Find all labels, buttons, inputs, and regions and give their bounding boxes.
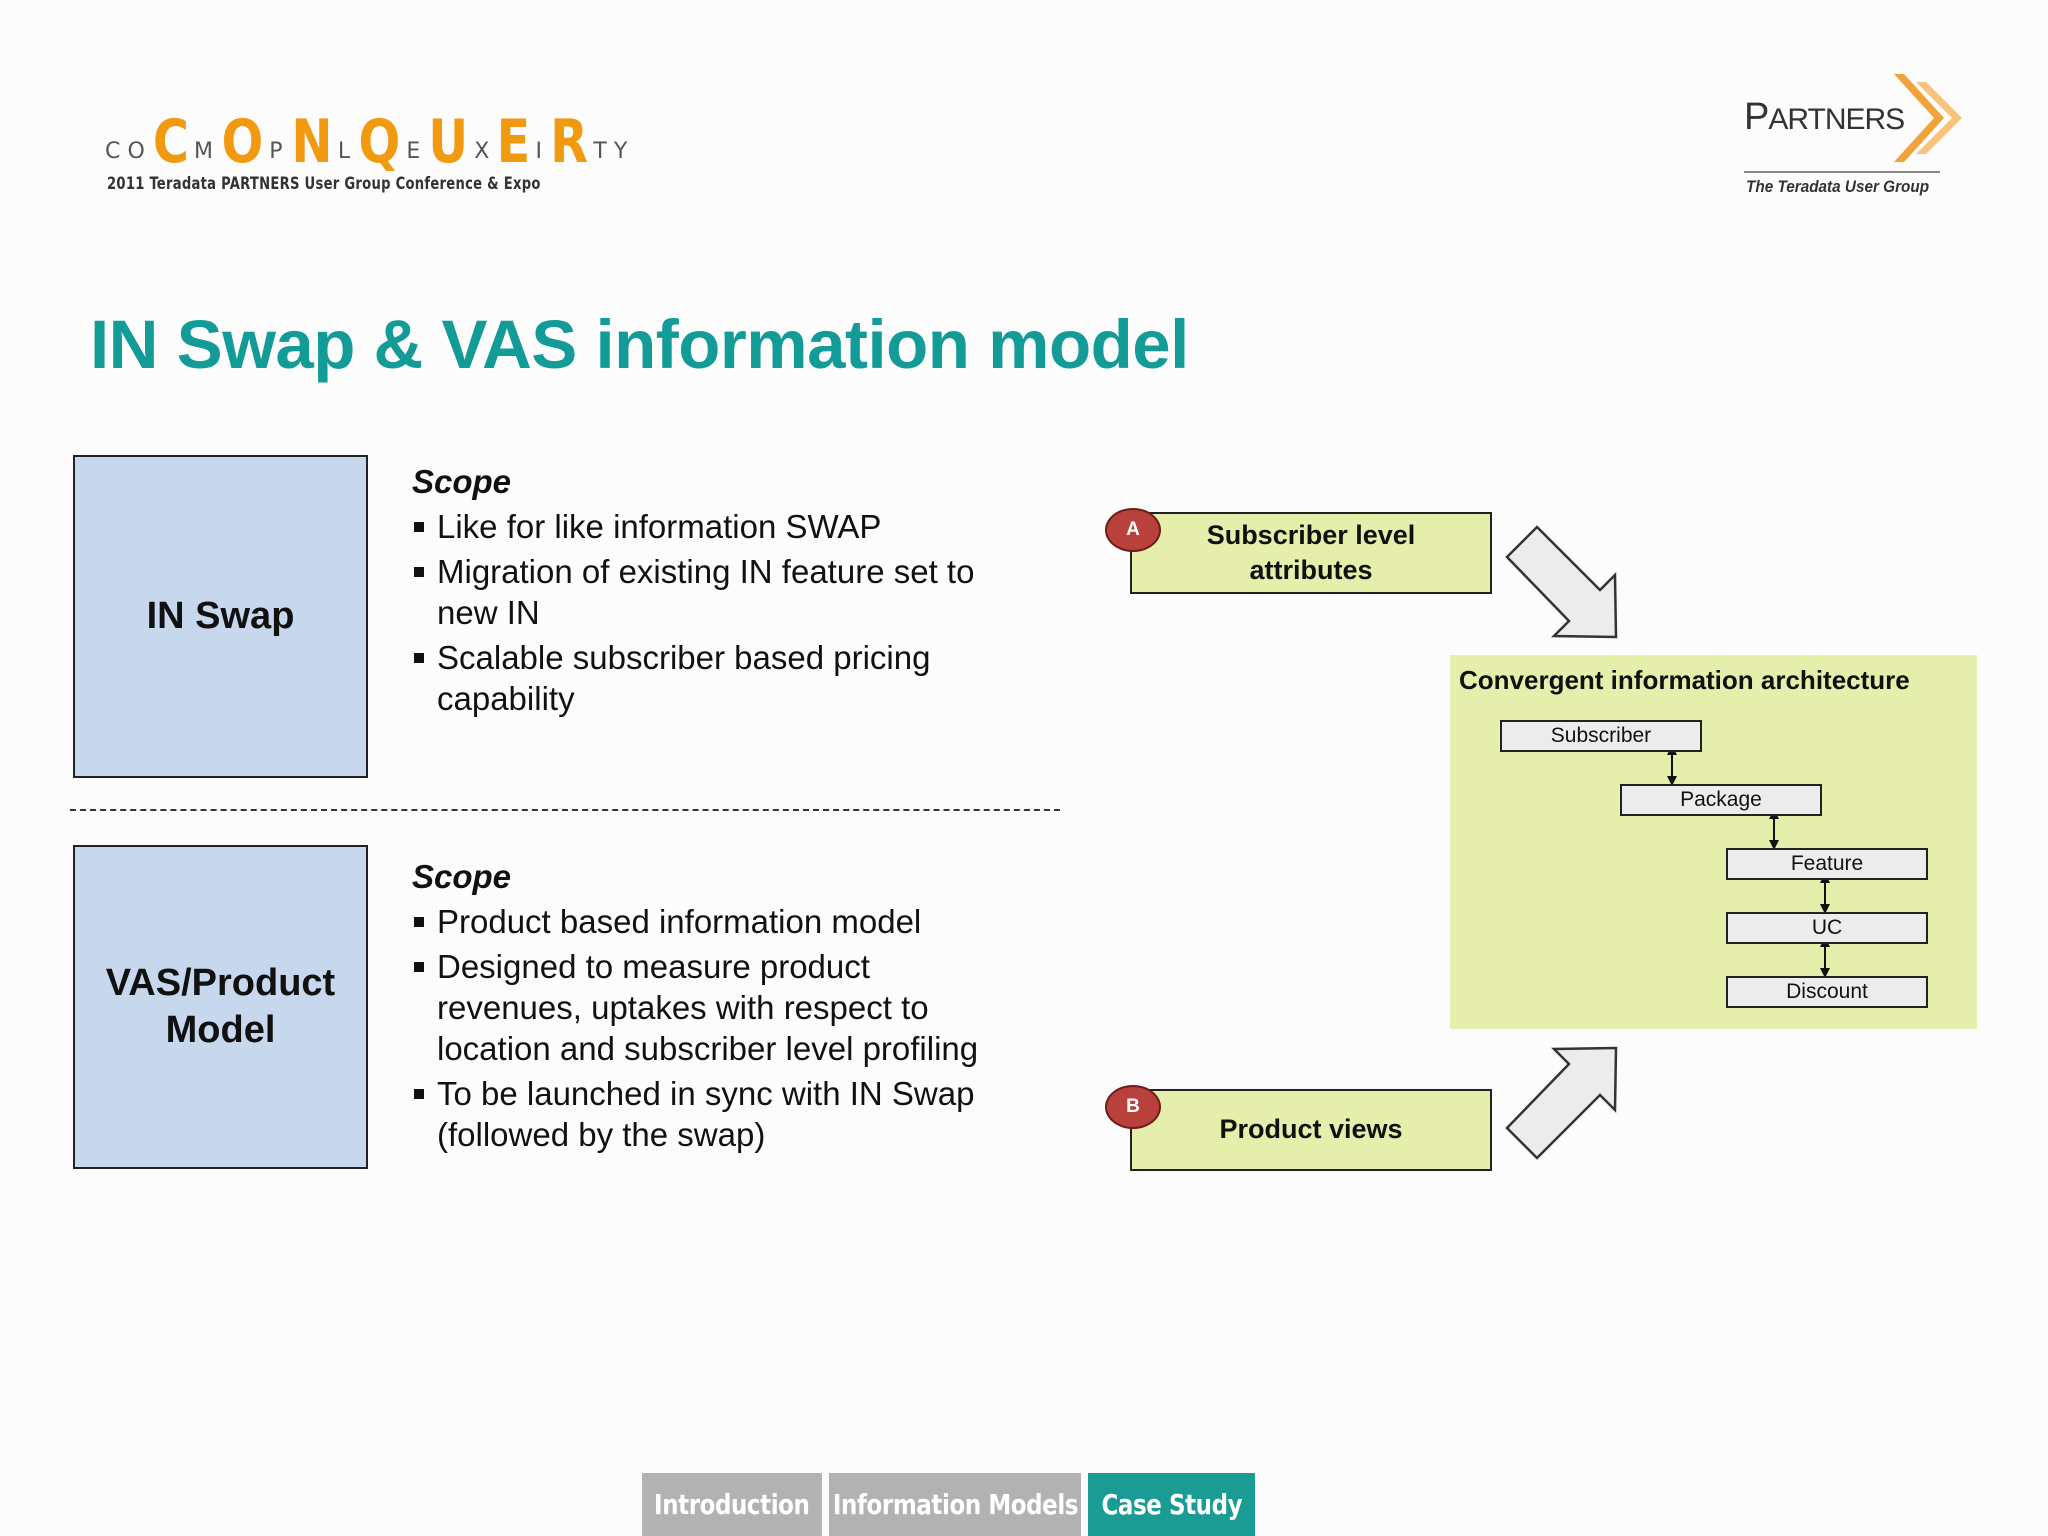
logo-letter: X — [474, 139, 492, 165]
scope-bullet-list: Product based information model Designed… — [412, 901, 1022, 1155]
panel-title: Convergent information architecture — [1459, 665, 1910, 695]
scope-bullet: To be launched in sync with IN Swap (fol… — [412, 1073, 1022, 1155]
scope-heading: Scope — [412, 858, 512, 895]
logo-letter: N — [291, 107, 332, 177]
logo-letter: E — [496, 107, 531, 177]
vas-product-scope: Scope Product based information model De… — [412, 856, 1022, 1159]
node-discount: Discount — [1726, 976, 1928, 1008]
in-swap-scope: Scope Like for like information SWAP Mig… — [412, 461, 1032, 723]
section-divider — [70, 809, 1060, 811]
hierarchy-connectors — [1667, 745, 1830, 978]
node-package: Package — [1620, 784, 1822, 816]
subscriber-level-attributes-box: Subscriber level attributes — [1130, 512, 1492, 594]
box-label-line: Model — [165, 1009, 276, 1051]
logo-letter: M — [194, 139, 216, 165]
source-b-label: Product views — [1219, 1114, 1403, 1145]
badge-a: A — [1105, 508, 1161, 552]
logo-letter: Q — [358, 107, 401, 177]
logo-letter: Y — [613, 139, 630, 165]
logo-letter: I — [535, 139, 544, 165]
logo-letter: T — [593, 139, 609, 165]
logo-letter: E — [406, 139, 423, 165]
scope-bullet: Like for like information SWAP — [412, 506, 1032, 547]
chevron-logo-icon — [1894, 74, 1962, 162]
partners-logo-subtitle: The Teradata User Group — [1746, 177, 1930, 196]
nav-tab-case-study[interactable]: Case Study — [1088, 1473, 1255, 1536]
conquer-logo-wordmark: C O C M O P N L Q E U X E I R T Y — [105, 112, 629, 172]
nav-tab-label: Case Study — [1101, 1488, 1242, 1521]
nav-tab-introduction[interactable]: Introduction — [642, 1473, 822, 1536]
source-label-line: Subscriber level — [1206, 519, 1416, 550]
badge-b: B — [1105, 1085, 1161, 1129]
scope-bullet: Migration of existing IN feature set to … — [412, 551, 1032, 633]
partners-logo: PARTNERS The Teradata User Group — [1740, 74, 1970, 204]
in-swap-label: IN Swap — [146, 594, 295, 637]
logo-letter: O — [221, 107, 264, 177]
partners-first-letter: P — [1744, 96, 1769, 138]
scope-heading: Scope — [412, 463, 512, 500]
source-label-line: attributes — [1249, 555, 1373, 585]
product-views-box: Product views — [1130, 1089, 1492, 1171]
scope-bullet: Designed to measure product revenues, up… — [412, 946, 1022, 1069]
partners-logo-wordmark: PARTNERS — [1744, 96, 1905, 139]
nav-tab-label: Information Models — [832, 1488, 1078, 1521]
arrow-up-right-icon — [1505, 1046, 1618, 1160]
conquer-complexity-logo: C O C M O P N L Q E U X E I R T Y 2011 T… — [105, 112, 627, 202]
scope-bullet-list: Like for like information SWAP Migration… — [412, 506, 1032, 719]
node-feature: Feature — [1726, 848, 1928, 880]
logo-letter: L — [337, 139, 353, 165]
logo-letter: O — [127, 139, 147, 165]
scope-bullet: Scalable subscriber based pricing capabi… — [412, 637, 1032, 719]
scope-bullet: Product based information model — [412, 901, 1022, 942]
partners-logo-rule — [1744, 171, 1940, 173]
source-a-label: Subscriber level attributes — [1207, 518, 1416, 588]
convergent-architecture-panel: Convergent information architecture Subs… — [1450, 655, 1977, 1029]
logo-letter: R — [550, 107, 588, 177]
conquer-logo-subtitle: 2011 Teradata PARTNERS User Group Confer… — [107, 174, 541, 194]
arrow-down-right-icon — [1505, 525, 1618, 639]
logo-letter: C — [152, 107, 189, 177]
node-uc: UC — [1726, 912, 1928, 944]
in-swap-box: IN Swap — [73, 455, 368, 778]
slide-title: IN Swap & VAS information model — [90, 306, 1189, 383]
node-subscriber: Subscriber — [1500, 720, 1702, 752]
logo-letter: U — [428, 107, 469, 177]
logo-letter: P — [269, 139, 285, 165]
nav-tab-label: Introduction — [654, 1488, 810, 1521]
partners-rest-letters: ARTNERS — [1768, 103, 1905, 136]
nav-tab-information-models[interactable]: Information Models — [829, 1473, 1081, 1536]
box-label-line: VAS/Product — [105, 961, 336, 1004]
logo-letter: C — [105, 139, 123, 165]
